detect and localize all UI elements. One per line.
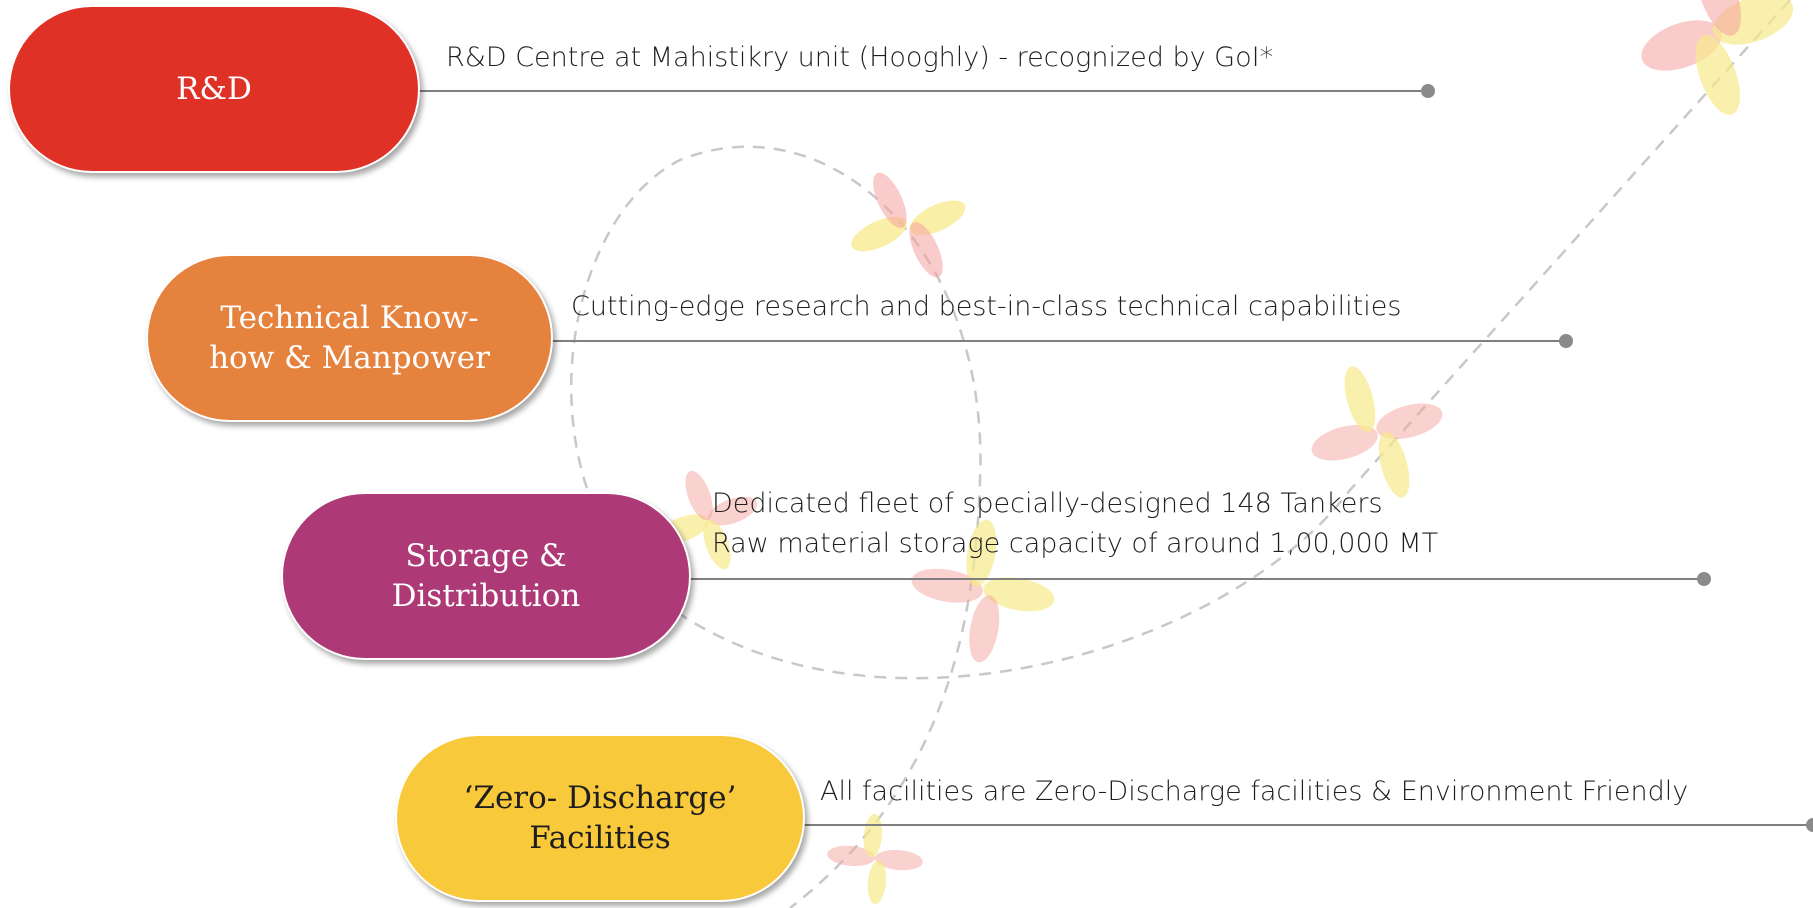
description-line: Raw material storage capacity of around … bbox=[712, 528, 1439, 559]
pill-label-line: ‘Zero- Discharge’ bbox=[463, 779, 737, 816]
butterfly-icon bbox=[851, 172, 966, 278]
description-line: All facilities are Zero-Discharge facili… bbox=[820, 776, 1689, 807]
pill-label-line: Technical Know- bbox=[220, 299, 479, 336]
description-zero-discharge: All facilities are Zero-Discharge facili… bbox=[820, 772, 1688, 812]
pill-label-line: Distribution bbox=[391, 578, 581, 614]
connector-line bbox=[545, 340, 1566, 342]
connector-line bbox=[795, 824, 1813, 826]
connector-line bbox=[680, 578, 1702, 580]
connector-dot bbox=[1697, 572, 1711, 586]
pill-technical-know-how: Technical Know- how & Manpower bbox=[146, 254, 553, 422]
description-rnd: R&D Centre at Mahistikry unit (Hooghly) … bbox=[446, 38, 1273, 78]
pill-rnd: R&D bbox=[8, 5, 420, 173]
description-line: Cutting-edge research and best-in-class … bbox=[571, 291, 1402, 322]
connector-line bbox=[410, 90, 1428, 92]
connector-dot bbox=[1806, 818, 1813, 832]
pill-label-line: Storage & bbox=[405, 537, 567, 574]
connector-dot bbox=[1421, 84, 1435, 98]
description-technical-know-how: Cutting-edge research and best-in-class … bbox=[571, 287, 1401, 327]
pill-label-line: R&D bbox=[176, 70, 252, 107]
butterfly-icon bbox=[1641, 0, 1794, 115]
pill-zero-discharge: ‘Zero- Discharge’ Facilities bbox=[395, 734, 805, 902]
pill-label-line: Facilities bbox=[529, 820, 671, 856]
pill-storage-distribution: Storage & Distribution bbox=[281, 492, 691, 660]
connector-dot bbox=[1559, 334, 1573, 348]
description-line: Dedicated fleet of specially-designed 14… bbox=[712, 488, 1383, 519]
pill-label-line: how & Manpower bbox=[209, 340, 490, 376]
description-line: R&D Centre at Mahistikry unit (Hooghly) … bbox=[446, 42, 1274, 73]
description-storage-distribution: Dedicated fleet of specially-designed 14… bbox=[712, 484, 1438, 564]
